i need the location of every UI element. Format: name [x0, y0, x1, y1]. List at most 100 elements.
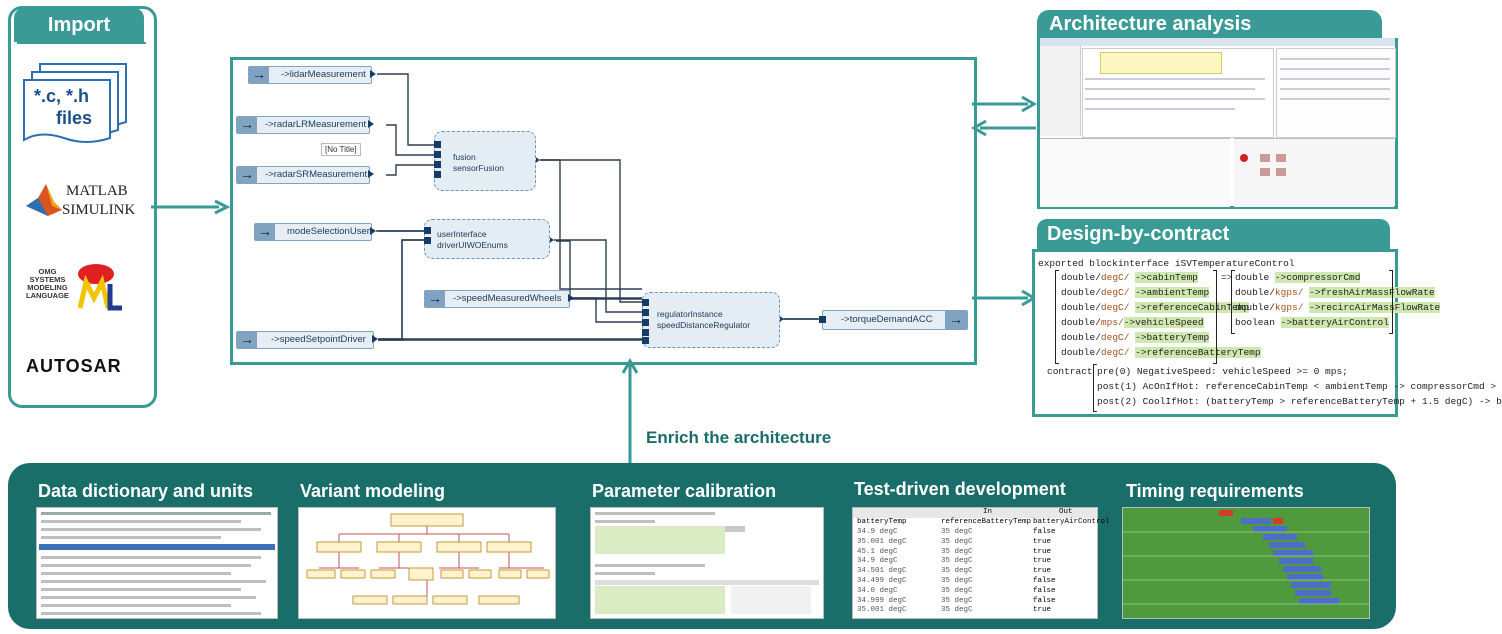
- tdd-cell-ref-battery-temp: 35 degC: [941, 557, 973, 566]
- tdd-cell-ref-battery-temp: 35 degC: [941, 606, 973, 615]
- tdd-cell-battery-temp: 34.499 degC: [857, 577, 907, 585]
- tdd-cell-battery-temp: 34.9 degC: [857, 528, 898, 536]
- input-label: ->lidarMeasurement: [281, 69, 366, 80]
- import-arrow: [151, 199, 231, 220]
- tdd-cell-ref-battery-temp: 35 degC: [941, 537, 973, 546]
- tdd-cell-air-control: true: [1033, 547, 1052, 556]
- section-title-variant-modeling: Variant modeling: [300, 481, 446, 501]
- contract-clause: post(2) CoolIfHot: (batteryTemp > refere…: [1097, 396, 1502, 407]
- node-pin: [642, 337, 649, 344]
- contract-keyword: contract: [1047, 366, 1093, 377]
- node-label-1: fusion: [453, 152, 476, 162]
- left-port: double/degC/ ->cabinTemp: [1061, 272, 1198, 283]
- input-port-radar-sr[interactable]: → ->radarSRMeasurement: [236, 166, 370, 184]
- input-label: ->radarSRMeasurement: [265, 169, 368, 180]
- left-port: double/degC/ ->ambientTemp: [1061, 287, 1210, 298]
- tdd-cell-air-control: false: [1033, 586, 1056, 595]
- right-port: double ->compressorCmd: [1235, 272, 1361, 283]
- tdd-cell-air-control: true: [1033, 606, 1052, 615]
- tdd-cell-air-control: false: [1033, 528, 1056, 536]
- input-label: modeSelectionUser: [287, 226, 370, 237]
- matlab-logo-icon: [24, 180, 64, 225]
- contract-bracket: [1093, 364, 1097, 412]
- no-title-label: [No Title]: [321, 143, 361, 156]
- tdd-cell-ref-battery-temp: 35 degC: [941, 567, 973, 576]
- node-pin: [642, 309, 649, 316]
- input-port-radar-lr[interactable]: → ->radarLRMeasurement: [236, 116, 370, 134]
- left-bracket: [1055, 270, 1059, 364]
- left-port: double/mps/->vehicleSpeed: [1061, 317, 1204, 328]
- input-label: ->radarLRMeasurement: [265, 119, 367, 130]
- section-title-test-driven-development: Test-driven development: [854, 479, 1066, 499]
- output-label: ->torqueDemandACC: [841, 314, 933, 325]
- output-port-torque-demand[interactable]: ->torqueDemandACC →: [819, 310, 968, 330]
- tdd-cell-battery-temp: 34.9 degC: [857, 557, 898, 566]
- tdd-cell-air-control: true: [1033, 537, 1052, 546]
- node-speed-distance-regulator[interactable]: regulatorInstance speedDistanceRegulator: [642, 292, 780, 348]
- input-port-speed-setpoint[interactable]: → ->speedSetpointDriver: [236, 331, 374, 349]
- architecture-analysis-title: Architecture analysis: [1037, 10, 1382, 38]
- left-port: double/degC/ ->referenceCabinTemp: [1061, 302, 1250, 313]
- autosar-logo: AUTOSAR: [26, 356, 122, 376]
- right-port: double/kgps/ ->recircAirMassFlowRate: [1235, 302, 1441, 313]
- node-user-interface[interactable]: userInterface driverUIWOEnums: [424, 219, 550, 259]
- timing-requirements-thumbnail: [1122, 507, 1370, 619]
- section-title-parameter-calibration: Parameter calibration: [592, 481, 777, 501]
- node-label-2: sensorFusion: [453, 163, 505, 173]
- node-label-2: driverUIWOEnums: [437, 240, 508, 250]
- tdd-cell-ref-battery-temp: 35 degC: [941, 577, 973, 585]
- left-bracket-close: [1213, 270, 1217, 364]
- variant-modeling-thumbnail: [298, 507, 556, 619]
- test-driven-development-table: In Out batteryTemp referenceBatteryTemp …: [852, 507, 1110, 619]
- regulator-wires: [376, 159, 818, 340]
- node-pin: [424, 227, 431, 234]
- node-pin: [434, 171, 441, 178]
- input-port-lidar[interactable]: → ->lidarMeasurement: [248, 66, 372, 84]
- input-arrow-icon: →: [255, 224, 275, 240]
- sysml-logo-icon: [74, 262, 124, 317]
- tdd-cell-ref-battery-temp: 35 degC: [941, 586, 973, 595]
- right-port: double/kgps/ ->freshAirMassFlowRate: [1235, 287, 1435, 298]
- tdd-cell-battery-temp: 34.999 degC: [857, 596, 907, 605]
- node-label-1: userInterface: [437, 229, 487, 239]
- node-pin: [642, 319, 649, 326]
- tdd-cell-battery-temp: 35.001 degC: [857, 606, 907, 615]
- node-label-1: regulatorInstance: [657, 309, 723, 319]
- tdd-cell-ref-battery-temp: 35 degC: [941, 528, 973, 536]
- output-arrow-icon: →: [945, 311, 967, 329]
- contract-arrow: [972, 289, 1037, 311]
- node-pin: [434, 161, 441, 168]
- node-pin: [434, 151, 441, 158]
- contract-arrow-symbol: =>: [1221, 272, 1233, 283]
- simulink-label: SIMULINK: [62, 202, 136, 218]
- enrich-arrow: [620, 358, 640, 470]
- contract-header: exported blockinterface iSVTemperatureCo…: [1038, 258, 1295, 269]
- right-bracket-close: [1389, 270, 1393, 334]
- node-label-2: speedDistanceRegulator: [657, 320, 751, 330]
- right-bracket: [1231, 270, 1235, 334]
- c-files-label: *.c, *.h: [34, 86, 90, 106]
- contract-clause: pre(0) NegativeSpeed: vehicleSpeed >= 0 …: [1097, 366, 1348, 377]
- section-title-data-dictionary: Data dictionary and units: [38, 481, 254, 501]
- tdd-cell-air-control: false: [1033, 596, 1056, 605]
- tdd-header-battery-air-control: batteryAirControl: [1033, 518, 1110, 526]
- import-title: Import: [14, 8, 144, 42]
- tdd-cell-air-control: true: [1033, 557, 1052, 566]
- c-files-icon: [22, 58, 134, 148]
- design-by-contract-title: Design-by-contract: [1037, 219, 1390, 249]
- node-sensor-fusion[interactable]: fusion sensorFusion: [434, 131, 536, 191]
- left-port: double/degC/ ->batteryTemp: [1061, 332, 1210, 343]
- tdd-cell-battery-temp: 45.1 degC: [857, 547, 898, 556]
- node-pin: [424, 237, 431, 244]
- input-port-mode-selection[interactable]: → modeSelectionUser: [254, 223, 372, 241]
- tdd-group-in: In: [983, 508, 993, 516]
- tdd-cell-air-control: false: [1033, 577, 1056, 585]
- input-label: ->speedSetpointDriver: [271, 334, 366, 345]
- parameter-calibration-thumbnail: [590, 507, 824, 619]
- input-port-speed-wheels[interactable]: → ->speedMeasuredWheels: [424, 290, 570, 308]
- matlab-label: MATLAB: [66, 183, 128, 199]
- sysml-small-text: OMG SYSTEMS MODELING LANGUAGE: [26, 267, 69, 300]
- right-port: boolean ->batteryAirControl: [1235, 317, 1389, 328]
- node-pin: [434, 141, 441, 148]
- input-arrow-icon: →: [425, 291, 445, 307]
